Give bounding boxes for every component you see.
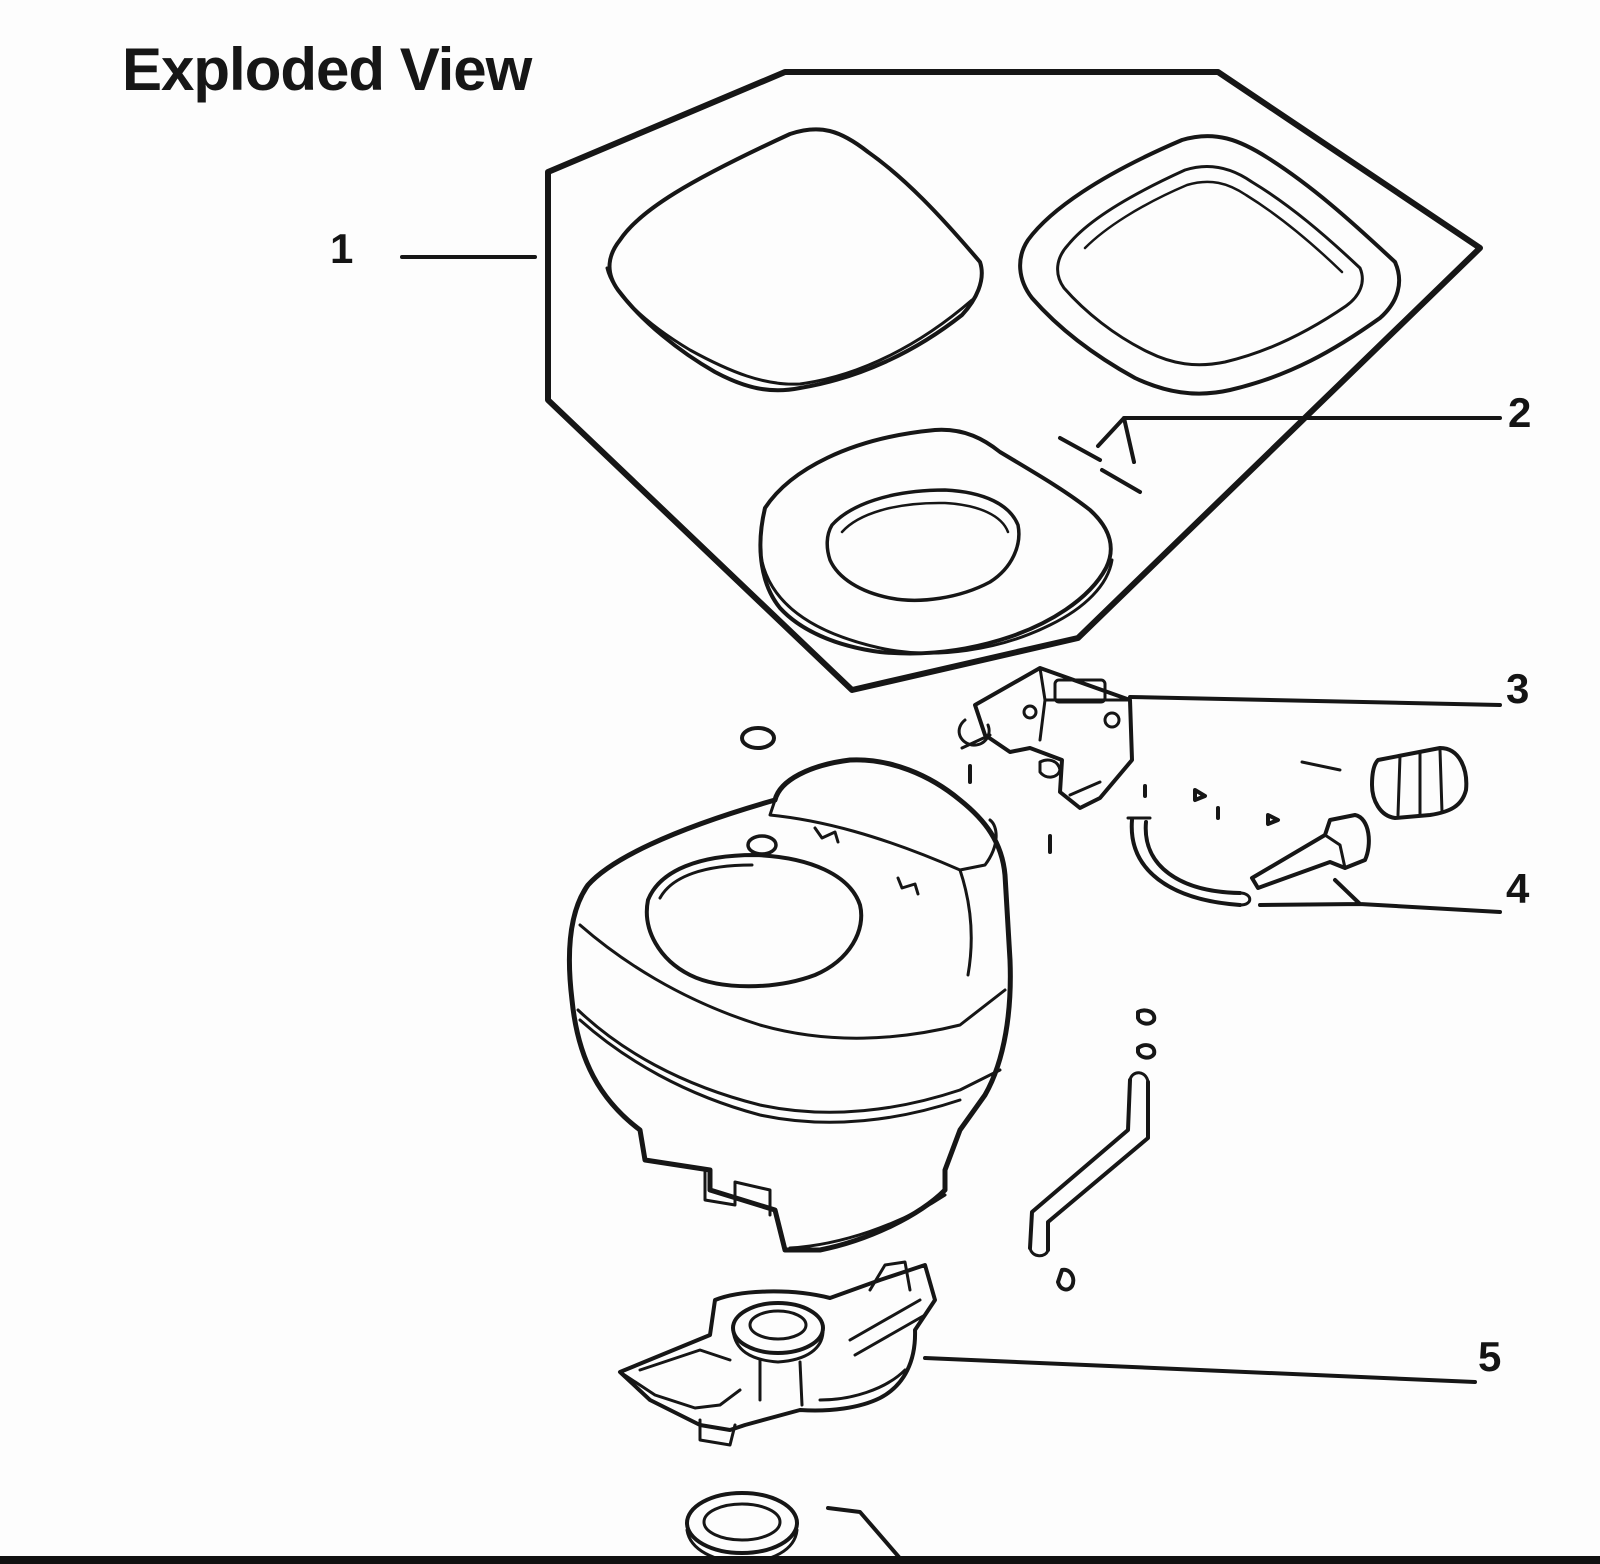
mechanism-assembly bbox=[618, 1260, 937, 1447]
callout-label-4: 4 bbox=[1506, 865, 1530, 912]
leader-5 bbox=[923, 1356, 1477, 1384]
pedal-assembly bbox=[957, 666, 1134, 810]
leader-2 bbox=[1096, 416, 1502, 464]
leader-6 bbox=[826, 1506, 907, 1564]
water-valve-and-hose bbox=[1126, 813, 1371, 907]
valve-knob bbox=[1370, 746, 1469, 820]
callout-label-2: 2 bbox=[1508, 389, 1532, 436]
screws bbox=[968, 760, 1342, 854]
assembly-panel bbox=[545, 69, 1483, 693]
toilet-seat bbox=[758, 427, 1114, 656]
water-hose bbox=[1028, 1008, 1157, 1292]
page-title: Exploded View bbox=[122, 36, 532, 103]
hinge-pins bbox=[1058, 436, 1142, 494]
callout-label-3: 3 bbox=[1506, 665, 1530, 712]
leader-lines bbox=[400, 255, 1502, 1564]
seat-ring bbox=[1018, 134, 1402, 396]
seat-cover-assembly bbox=[545, 69, 1483, 693]
seal-ring bbox=[685, 1491, 799, 1564]
leader-3 bbox=[1128, 695, 1502, 707]
callout-label-5: 5 bbox=[1478, 1333, 1502, 1380]
leader-4 bbox=[1258, 878, 1502, 914]
toilet-bowl bbox=[566, 757, 1013, 1253]
ring-gasket bbox=[740, 726, 776, 750]
bottom-edge-bar bbox=[0, 1556, 1600, 1564]
lid bbox=[605, 127, 984, 393]
callout-label-1: 1 bbox=[330, 225, 354, 272]
